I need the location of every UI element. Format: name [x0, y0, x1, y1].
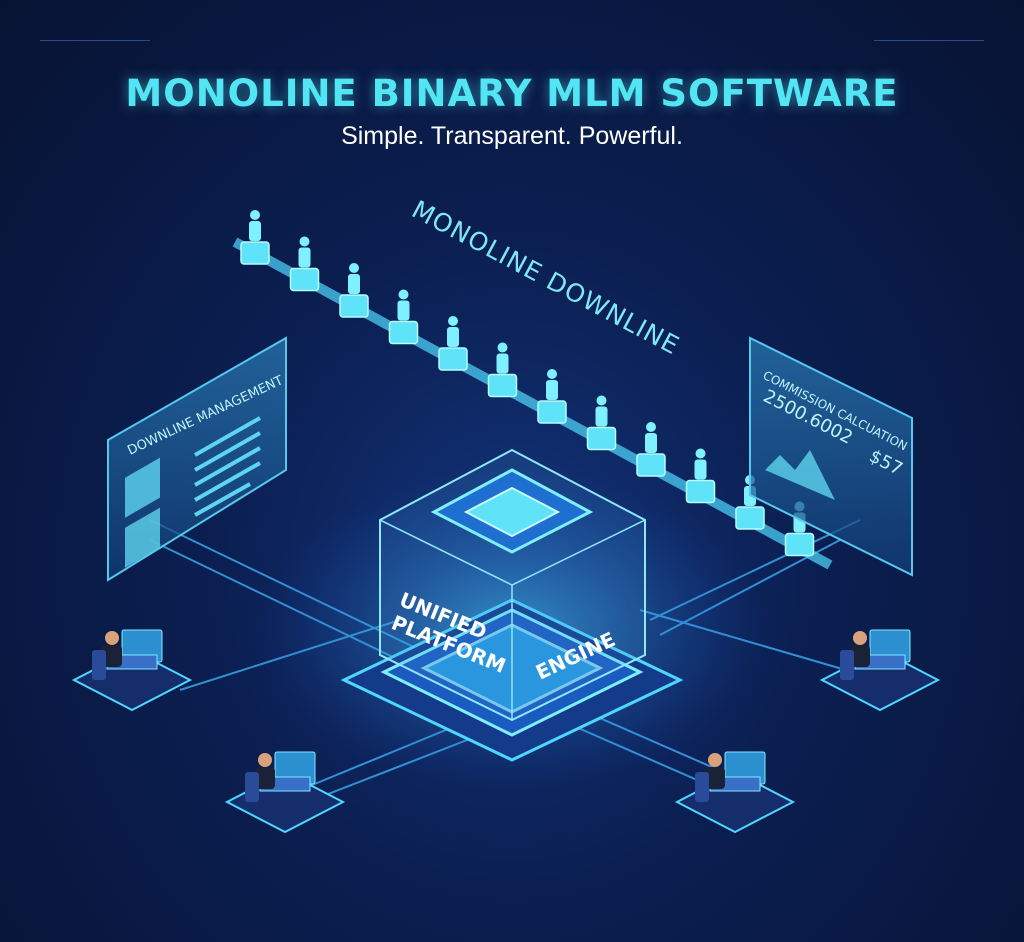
member-body-icon	[546, 380, 558, 400]
workstation	[224, 751, 346, 834]
chain-block	[636, 453, 666, 477]
member-body-icon	[595, 406, 608, 427]
member-head-icon	[398, 289, 409, 300]
unified-platform-engine: UNIFIED PLATFORM ENGINE	[340, 448, 684, 762]
commission-panel: COMMISSION CALCUATION 2500.6002 $57	[749, 336, 913, 577]
chain-block	[735, 506, 765, 530]
member-head-icon	[497, 342, 508, 353]
corner-decoration	[874, 40, 984, 41]
chain-block	[388, 320, 419, 345]
workstation	[71, 629, 193, 712]
chain-block	[240, 241, 270, 265]
chain-block	[339, 294, 369, 318]
person-head-icon	[853, 631, 867, 645]
member-head-icon	[596, 395, 607, 406]
person-body-icon	[102, 645, 122, 667]
person-body-icon	[255, 767, 275, 789]
person-head-icon	[258, 753, 272, 767]
downline-chain	[232, 210, 833, 570]
chair-icon	[245, 772, 259, 802]
chain-block	[586, 426, 617, 451]
chain-block	[537, 400, 567, 424]
chain-block	[784, 532, 815, 557]
member-body-icon	[645, 433, 657, 453]
member-body-icon	[298, 247, 311, 268]
member-head-icon	[250, 210, 260, 220]
corner-decoration	[40, 40, 150, 41]
member-head-icon	[448, 316, 458, 326]
chair-icon	[695, 772, 709, 802]
member-body-icon	[447, 327, 459, 347]
chain-block	[487, 373, 518, 398]
member-body-icon	[397, 300, 410, 321]
person-body-icon	[705, 767, 725, 789]
chair-icon	[92, 650, 106, 680]
member-body-icon	[249, 221, 261, 241]
chain-rail	[232, 237, 833, 570]
page-subtitle: Simple. Transparent. Powerful.	[341, 122, 683, 150]
workstation	[674, 751, 796, 834]
person-head-icon	[708, 753, 722, 767]
member-body-icon	[496, 353, 509, 374]
member-body-icon	[348, 274, 360, 294]
member-head-icon	[299, 236, 310, 247]
member-body-icon	[694, 459, 707, 480]
person-body-icon	[850, 645, 870, 667]
chain-block	[685, 479, 716, 504]
member-head-icon	[349, 263, 359, 273]
page-title: MONOLINE BINARY MLM SOFTWARE	[125, 72, 899, 115]
workstation	[819, 629, 941, 712]
chain-block	[289, 267, 320, 292]
chair-icon	[840, 650, 854, 680]
member-head-icon	[646, 422, 656, 432]
chain-block	[438, 347, 468, 371]
member-head-icon	[547, 369, 557, 379]
member-head-icon	[695, 448, 706, 459]
person-head-icon	[105, 631, 119, 645]
